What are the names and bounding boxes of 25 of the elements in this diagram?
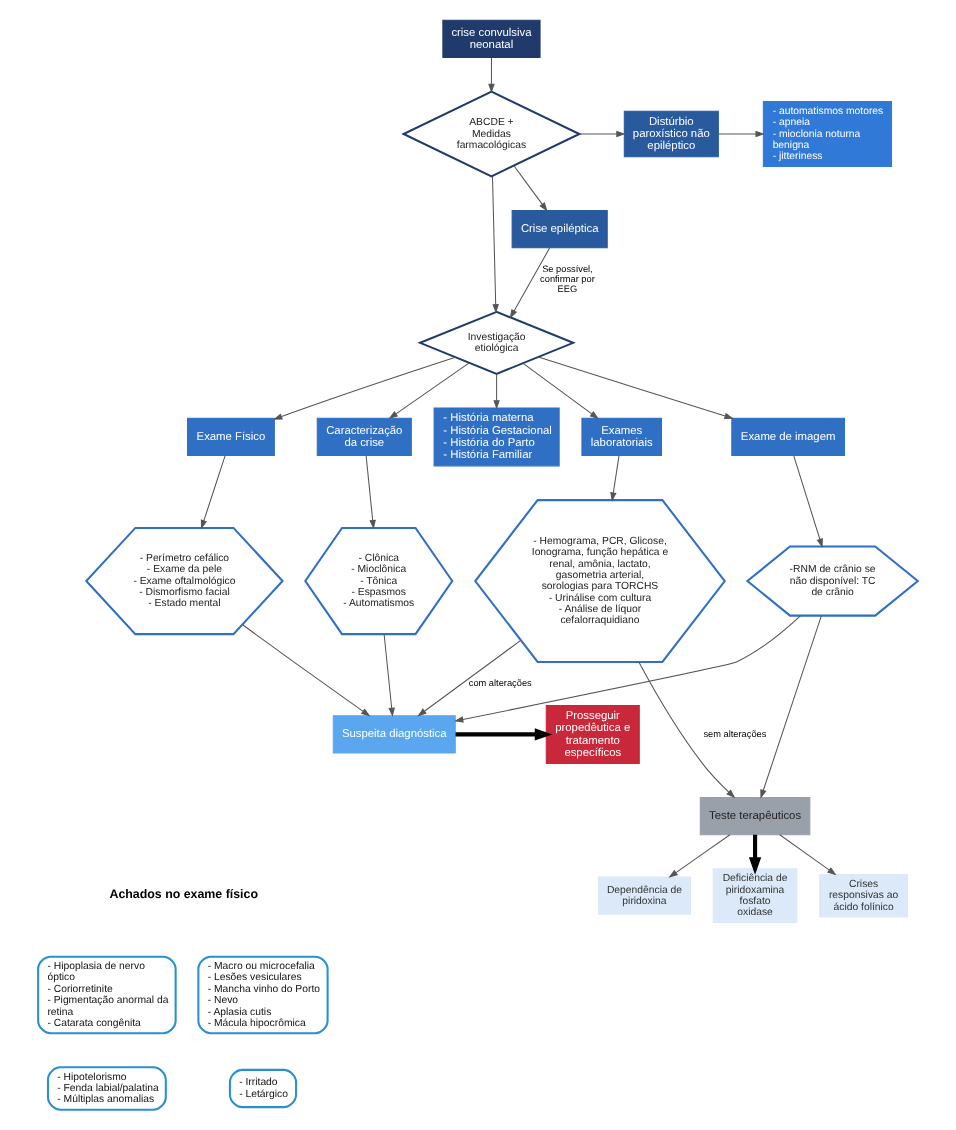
arrow [388,362,470,419]
arrow [779,834,837,876]
arrow [491,175,499,314]
arrow [488,57,495,94]
arrow [513,165,548,212]
arrow [454,615,801,723]
arrow [493,373,500,410]
arrow [718,130,765,138]
arrow [365,455,376,530]
arrow [455,728,553,741]
arrow [417,639,522,717]
arrow [242,624,371,717]
arrow [748,834,762,875]
arrow [638,661,736,799]
arrow [610,455,620,502]
arrow [522,362,599,420]
arrow [668,834,731,878]
arrow [537,356,734,420]
arrow [509,247,551,319]
arrow [200,455,226,530]
arrow [760,615,822,799]
arrow [273,356,456,420]
arrow [383,634,395,718]
arrow [793,455,823,548]
arrow [579,130,626,138]
